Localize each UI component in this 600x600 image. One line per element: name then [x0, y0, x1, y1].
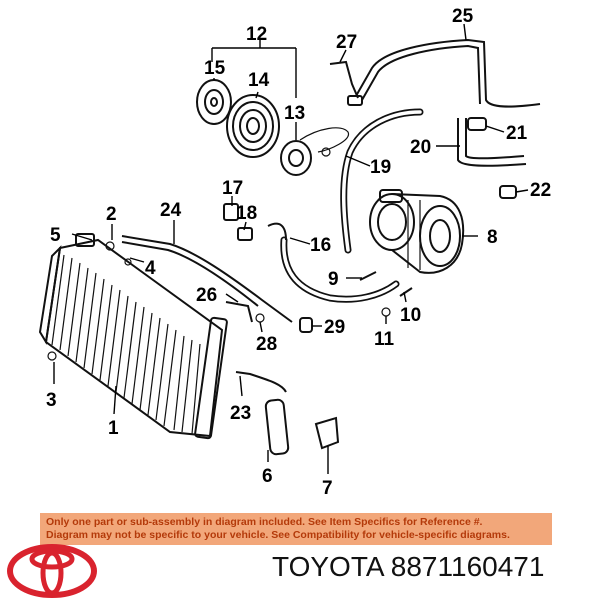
callout-28: 28	[256, 334, 277, 355]
callout-22: 22	[530, 180, 551, 201]
diagram-disclaimer-banner: Only one part or sub-assembly in diagram…	[40, 513, 552, 545]
callout-14: 14	[248, 70, 270, 91]
callout-16: 16	[310, 235, 331, 256]
callout-5: 5	[50, 225, 61, 246]
callout-25: 25	[452, 6, 474, 27]
clutch-parts-drawing	[196, 79, 349, 176]
callout-labels: 1 2 3 4 5 6 7 8 9 10 11 12 13 14 15 16 1…	[46, 6, 551, 499]
callout-21: 21	[506, 123, 528, 144]
callout-29: 29	[324, 317, 345, 338]
callout-23: 23	[230, 403, 251, 424]
callout-24: 24	[160, 200, 182, 221]
disclaimer-line-2: Diagram may not be specific to your vehi…	[46, 529, 510, 541]
callout-9: 9	[328, 269, 339, 290]
callout-6: 6	[262, 466, 273, 487]
callout-12: 12	[246, 24, 267, 45]
callout-17: 17	[222, 178, 243, 199]
refrigerant-lines-drawing	[47, 38, 541, 456]
callout-2: 2	[106, 204, 117, 225]
part-caption: TOYOTA 8871160471	[272, 551, 544, 583]
condenser-drawing	[38, 233, 228, 440]
callout-8: 8	[487, 227, 498, 248]
compressor-drawing	[369, 189, 465, 274]
callout-26: 26	[196, 285, 217, 306]
brand-name: TOYOTA	[272, 551, 383, 582]
callout-11: 11	[374, 329, 395, 350]
callout-10: 10	[400, 305, 421, 326]
callout-1: 1	[108, 418, 119, 439]
ac-system-diagram: 1 2 3 4 5 6 7 8 9 10 11 12 13 14 15 16 1…	[38, 6, 551, 499]
callout-15: 15	[204, 58, 226, 79]
leader-lines	[53, 23, 529, 474]
callout-7: 7	[322, 478, 333, 499]
callout-20: 20	[410, 137, 431, 158]
disclaimer-line-1: Only one part or sub-assembly in diagram…	[46, 516, 483, 528]
callout-19: 19	[370, 157, 391, 178]
callout-18: 18	[236, 203, 257, 224]
callout-4: 4	[145, 258, 156, 279]
toyota-logo-icon	[7, 544, 97, 598]
part-number: 8871160471	[390, 551, 545, 582]
callout-13: 13	[284, 103, 305, 124]
callout-27: 27	[336, 32, 357, 53]
callout-3: 3	[46, 390, 57, 411]
